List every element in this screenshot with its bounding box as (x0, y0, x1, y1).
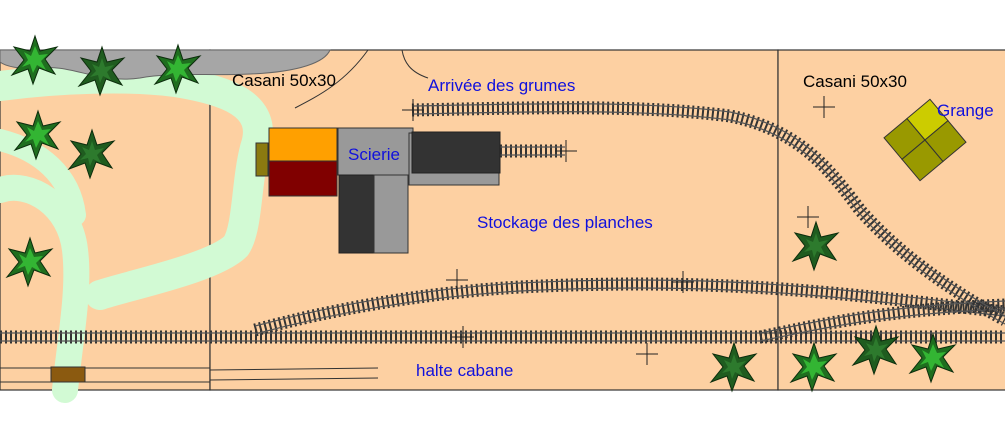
scierie-shed-dark (411, 131, 501, 174)
label-stockage: Stockage des planches (477, 213, 653, 232)
halte-cabane-hut (50, 366, 86, 383)
label-scierie: Scierie (348, 145, 400, 164)
scierie-block-red (268, 160, 338, 197)
label-grange: Grange (937, 101, 994, 120)
scierie-block-orange (268, 127, 338, 162)
label-arrivee-grumes: Arrivée des grumes (428, 76, 575, 95)
scierie-wing-dark (338, 174, 375, 254)
track-plan (0, 101, 1005, 344)
label-casani-left: Casani 50x30 (232, 71, 336, 90)
contour-lines (0, 49, 429, 383)
scierie-annex (255, 142, 269, 177)
grange-building (883, 98, 967, 182)
label-casani-right: Casani 50x30 (803, 72, 907, 91)
scierie-wing-gray (373, 174, 409, 254)
label-halte-cabane: halte cabane (416, 361, 513, 380)
scierie-buildings (255, 127, 501, 254)
